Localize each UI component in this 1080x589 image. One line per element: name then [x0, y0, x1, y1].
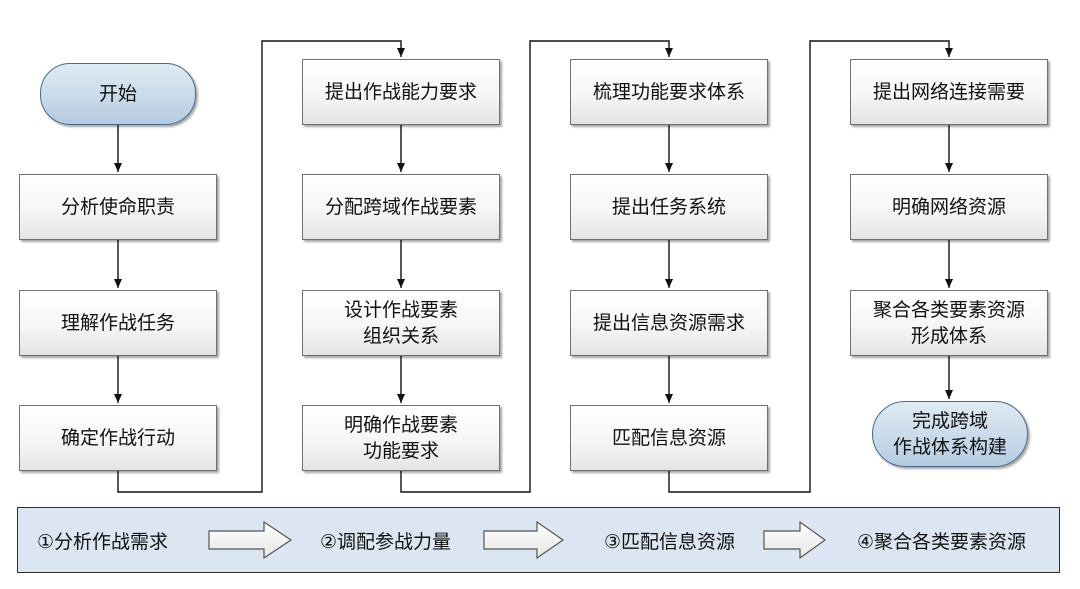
process-function-system: 梳理功能要求体系	[570, 59, 768, 125]
phase-2-label: ②调配参战力量	[320, 530, 452, 553]
connector-c1-to-c2	[117, 40, 405, 493]
process-task-system: 提出任务系统	[570, 174, 768, 240]
start-node: 开始	[40, 63, 196, 125]
process-understand-task: 理解作战任务	[19, 290, 217, 356]
process-aggregate-resources: 聚合各类要素资源 形成体系	[850, 290, 1048, 356]
process-allocate-elements: 分配跨域作战要素	[302, 174, 500, 240]
phase-1-label: ①分析作战需求	[37, 530, 169, 553]
phase-bar: ①分析作战需求 ②调配参战力量 ③匹配信息资源 ④聚合各类要素资源	[17, 507, 1060, 573]
process-design-organization: 设计作战要素 组织关系	[302, 290, 500, 356]
process-network-need: 提出网络连接需要	[850, 59, 1048, 125]
process-determine-action: 确定作战行动	[19, 405, 217, 471]
process-define-function: 明确作战要素 功能要求	[302, 405, 500, 471]
process-network-resource: 明确网络资源	[850, 174, 1048, 240]
phase-4-label: ④聚合各类要素资源	[857, 530, 1027, 553]
connector-c3-to-c4	[668, 40, 953, 493]
process-match-info: 匹配信息资源	[570, 405, 768, 471]
process-info-demand: 提出信息资源需求	[570, 290, 768, 356]
end-node: 完成跨域 作战体系构建	[872, 401, 1028, 467]
process-analyze-mission: 分析使命职责	[19, 174, 217, 240]
phase-3-label: ③匹配信息资源	[604, 530, 736, 553]
process-capability-requirement: 提出作战能力要求	[302, 59, 500, 125]
connector-c2-to-c3	[400, 40, 673, 493]
